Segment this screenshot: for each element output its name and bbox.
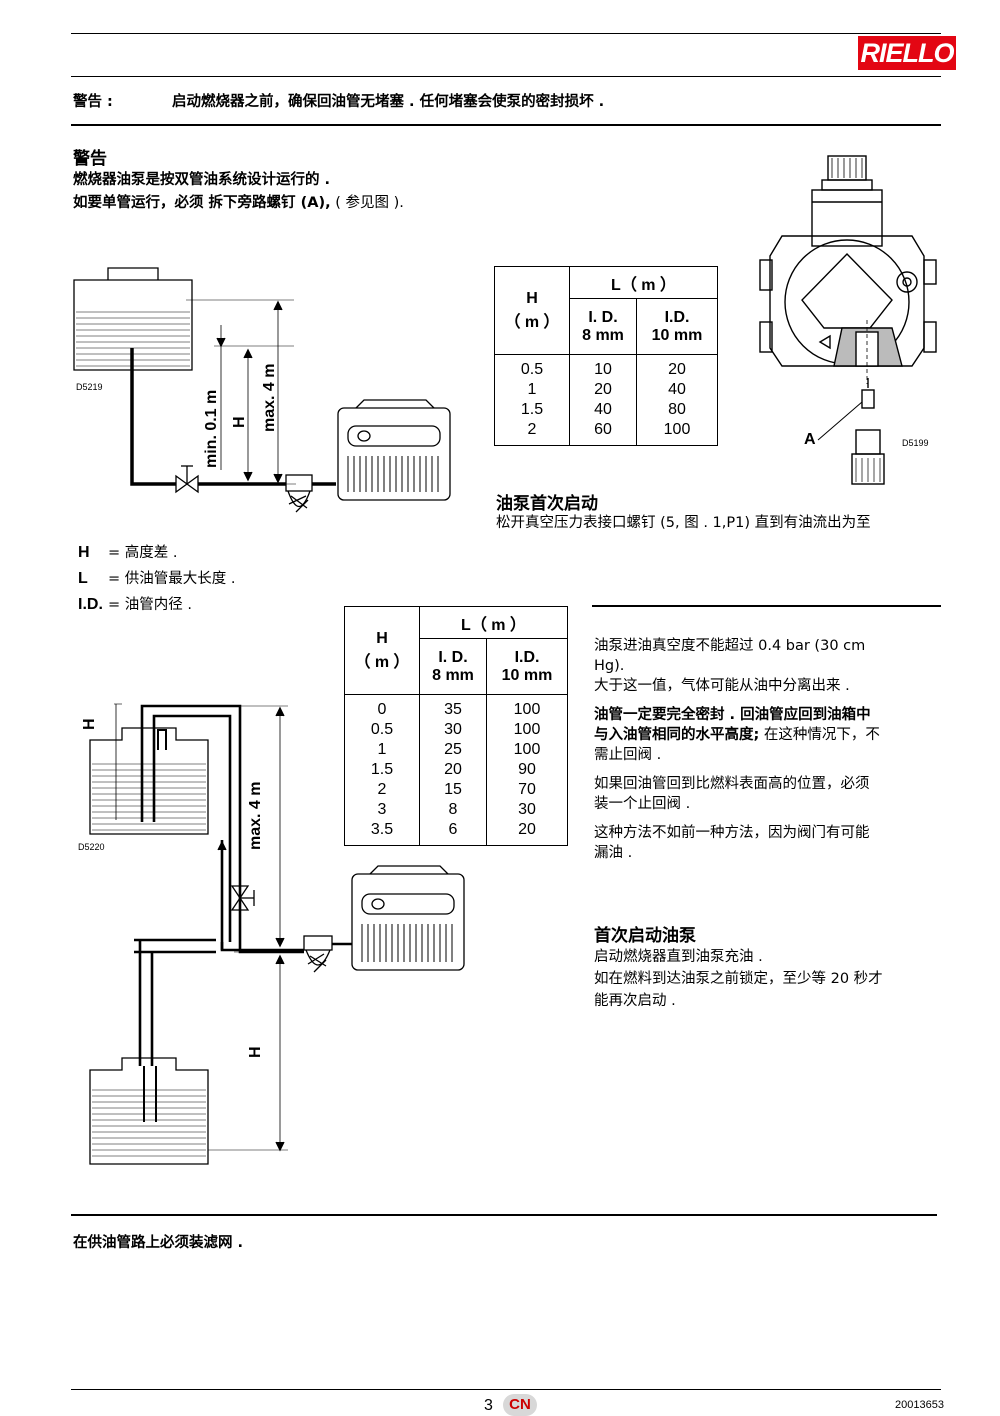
filter-note: 在供油管路上必须装滤网 . <box>73 1235 244 1251</box>
figure2-h-top-label: H <box>81 718 98 730</box>
warning2-line2: 如要单管运行，必须 拆下旁路螺钉 (A), ( 参见图 ). <box>73 193 404 214</box>
right-text: 油泵进油真空度不能超过 0.4 bar (30 cm Hg). 大于这一值，气体… <box>594 636 938 863</box>
right-p3b: 装一个止回阀 . <box>594 796 691 812</box>
top-rule <box>71 33 941 34</box>
warning2-line1: 燃烧器油泵是按双管油系统设计运行的 . <box>73 172 331 188</box>
table1-h-header: H （ m ） <box>494 266 570 355</box>
first-start-title: 首次启动油泵 <box>594 926 696 946</box>
figure2-max-label: max. 4 m <box>247 782 264 850</box>
language-badge: CN <box>503 1394 537 1416</box>
figure1-min-label: min. 0.1 m <box>203 390 220 468</box>
table2-col1-header: I. D.8 mm <box>418 638 488 695</box>
warning2-line2-normal: ( 参见图 ). <box>330 195 404 211</box>
pump-label-a: A <box>804 431 816 448</box>
table1-col1-header: I. D.8 mm <box>568 298 638 355</box>
warning1-text: 启动燃烧器之前，确保回油管无堵塞 . 任何堵塞会使泵的密封损坏 . <box>172 94 605 110</box>
right-section-rule <box>592 605 941 607</box>
legend-item-l: L= 供油管最大长度 . <box>78 570 236 587</box>
warning1-label: 警告 : <box>73 94 113 110</box>
right-p1c: 大于这一值，气体可能从油中分离出来 . <box>594 678 850 694</box>
pump-figure-code: D5199 <box>902 438 929 448</box>
legend-item-id: I.D.= 油管内径 . <box>78 596 192 613</box>
legend-item-h: H= 高度差 . <box>78 544 178 561</box>
table2-col2-header: I.D.10 mm <box>486 638 568 695</box>
page-number: 3 <box>484 1397 493 1414</box>
document-number: 20013653 <box>895 1399 944 1411</box>
table2-l-header: L（ m ） <box>419 606 568 639</box>
figure1-max-label: max. 4 m <box>261 364 278 432</box>
header-rule <box>71 76 941 77</box>
table2-h-header: H （ m ） <box>344 606 420 695</box>
right-p4a: 这种方法不如前一种方法，因为阀门有可能 <box>594 825 870 841</box>
figure1-code: D5219 <box>76 382 103 392</box>
table1-l-header: L（ m ） <box>569 266 718 299</box>
figure2-h-bottom-label: H <box>247 1046 264 1058</box>
pump-first-start-title: 油泵首次启动 <box>496 494 598 514</box>
figure1-h-label: H <box>231 416 248 428</box>
two-pipe-diagram: H D5220 max. 4 m H <box>78 703 465 1165</box>
right-p1a: 油泵进油真空度不能超过 0.4 bar (30 cm <box>594 638 866 654</box>
table1-col2-header: I.D.10 mm <box>636 298 718 355</box>
right-p2-bold1: 油管一定要完全密封 . 回油管应回到油箱中 <box>594 707 871 723</box>
pump-diagram: A D5199 <box>759 155 937 485</box>
right-p2-line3: 需止回阀 . <box>594 747 662 763</box>
warning2-title: 警告 <box>73 149 107 169</box>
figure2-code: D5220 <box>78 842 105 852</box>
right-p4b: 漏油 . <box>594 845 633 861</box>
brand-logo: RIELLO <box>858 36 956 70</box>
legend: H= 高度差 . L= 供油管最大长度 . I.D.= 油管内径 . <box>78 540 235 618</box>
warning1-rule <box>71 124 941 126</box>
pump-first-start-text: 松开真空压力表接口螺钉 (5, 图 . 1,P1) 直到有油流出为至 <box>496 515 871 531</box>
right-p3a: 如果回油管回到比燃料表面高的位置，必须 <box>594 776 870 792</box>
right-p2-line2: 与入油管相同的水平高度; 在这种情况下，不 <box>594 727 880 743</box>
filter-note-rule <box>71 1214 937 1216</box>
first-start-text: 启动燃烧器直到油泵充油 . 如在燃料到达油泵之前锁定，至少等 20 秒才 能再次… <box>594 949 883 1009</box>
warning2-line2-bold: 如要单管运行，必须 拆下旁路螺钉 (A), <box>73 195 331 211</box>
single-pipe-diagram: D5219 min. 0.1 m H max. 4 m <box>73 267 451 513</box>
right-p1b: Hg). <box>594 658 625 674</box>
footer-rule <box>71 1389 941 1390</box>
